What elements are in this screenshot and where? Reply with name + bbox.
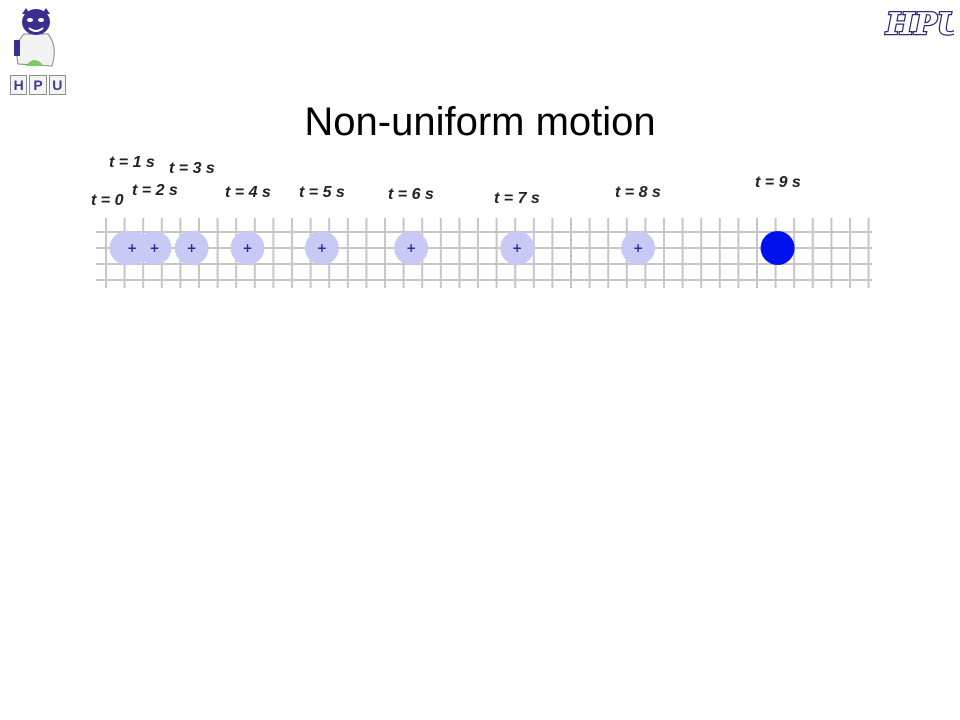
ball-ghost-position xyxy=(500,231,535,265)
panther-mascot-icon xyxy=(14,8,55,67)
center-marker-icon: + xyxy=(633,241,643,255)
mascot-letter-u: U xyxy=(48,75,66,95)
time-label: t = 0 xyxy=(91,192,124,209)
ball-ghost-position xyxy=(621,231,656,265)
time-label: t = 1 s xyxy=(109,154,155,171)
time-label: t = 4 s xyxy=(225,184,271,201)
center-marker-icon: + xyxy=(406,241,416,255)
center-marker-icon: + xyxy=(512,241,522,255)
hpu-logo-text: HPU xyxy=(885,7,954,42)
grid xyxy=(96,218,872,288)
time-label: t = 2 s xyxy=(132,182,178,199)
time-label: t = 5 s xyxy=(299,184,345,201)
ball-ghost-position xyxy=(137,231,172,265)
center-marker-icon: + xyxy=(149,241,159,255)
mascot-letters: H P U xyxy=(10,75,66,95)
center-marker-icon: + xyxy=(187,241,197,255)
slide-title: Non-uniform motion xyxy=(304,100,656,144)
center-marker-icon: + xyxy=(242,241,252,255)
ball-ghost-position xyxy=(230,231,265,265)
time-label: t = 6 s xyxy=(388,186,434,203)
center-marker-icon: + xyxy=(127,241,137,255)
time-label: t = 3 s xyxy=(169,160,215,177)
time-label: t = 8 s xyxy=(615,184,661,201)
hpu-logo-icon: HPU xyxy=(884,6,954,44)
ball-ghost-position xyxy=(394,231,429,265)
center-marker-icon: + xyxy=(317,241,327,255)
ball-positions: +++++++++ xyxy=(109,231,795,265)
ball-ghost-position xyxy=(304,231,339,265)
ball-final-position xyxy=(760,231,795,265)
time-label: t = 7 s xyxy=(494,190,540,207)
mascot-letter-h: H xyxy=(10,75,28,95)
time-label: t = 9 s xyxy=(755,174,801,191)
mascot-logo: H P U xyxy=(4,4,66,95)
mascot-letter-p: P xyxy=(29,75,47,95)
ball-ghost-position xyxy=(174,231,209,265)
